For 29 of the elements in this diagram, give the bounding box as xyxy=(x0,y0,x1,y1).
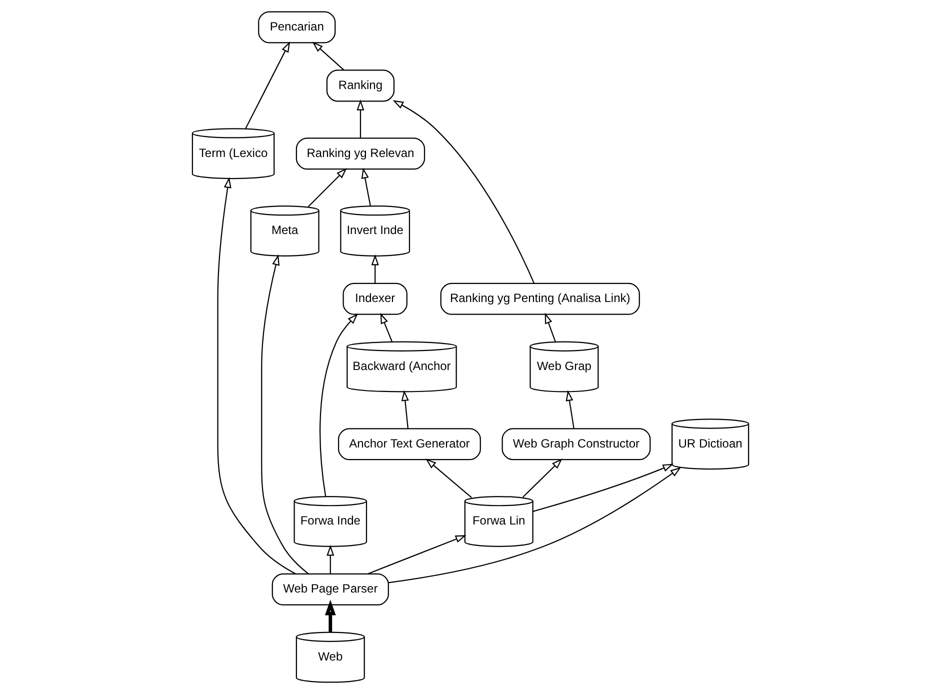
node-box: Indexer xyxy=(342,282,408,315)
arrow xyxy=(566,390,574,428)
node-box: Web Graph Constructor xyxy=(502,428,651,460)
node-box: Anchor Text Generator xyxy=(338,428,481,460)
arrow xyxy=(368,535,466,574)
arrow xyxy=(320,314,358,497)
arrow xyxy=(326,544,334,574)
arrow xyxy=(425,458,472,498)
arrow xyxy=(380,312,392,342)
node-box: Ranking yg Relevan xyxy=(296,138,426,170)
arrow xyxy=(361,168,371,206)
arrow xyxy=(261,254,309,574)
arrow xyxy=(245,41,290,129)
arrow xyxy=(356,100,364,138)
arrow xyxy=(308,168,347,207)
arrow xyxy=(522,458,562,498)
arrow xyxy=(312,42,344,70)
arrow xyxy=(532,464,674,512)
arrow xyxy=(392,100,535,284)
node-box: Ranking xyxy=(326,70,395,102)
node-box: Ranking yg Penting (Analisa Link) xyxy=(440,282,640,315)
arrow xyxy=(401,390,409,428)
arrow xyxy=(388,467,682,584)
arrow xyxy=(544,312,556,342)
arrow xyxy=(371,254,379,284)
arrow xyxy=(324,600,336,632)
node-box: Web Page Parser xyxy=(272,573,389,606)
arrow xyxy=(217,177,296,574)
node-box: Pencarian xyxy=(258,11,336,44)
